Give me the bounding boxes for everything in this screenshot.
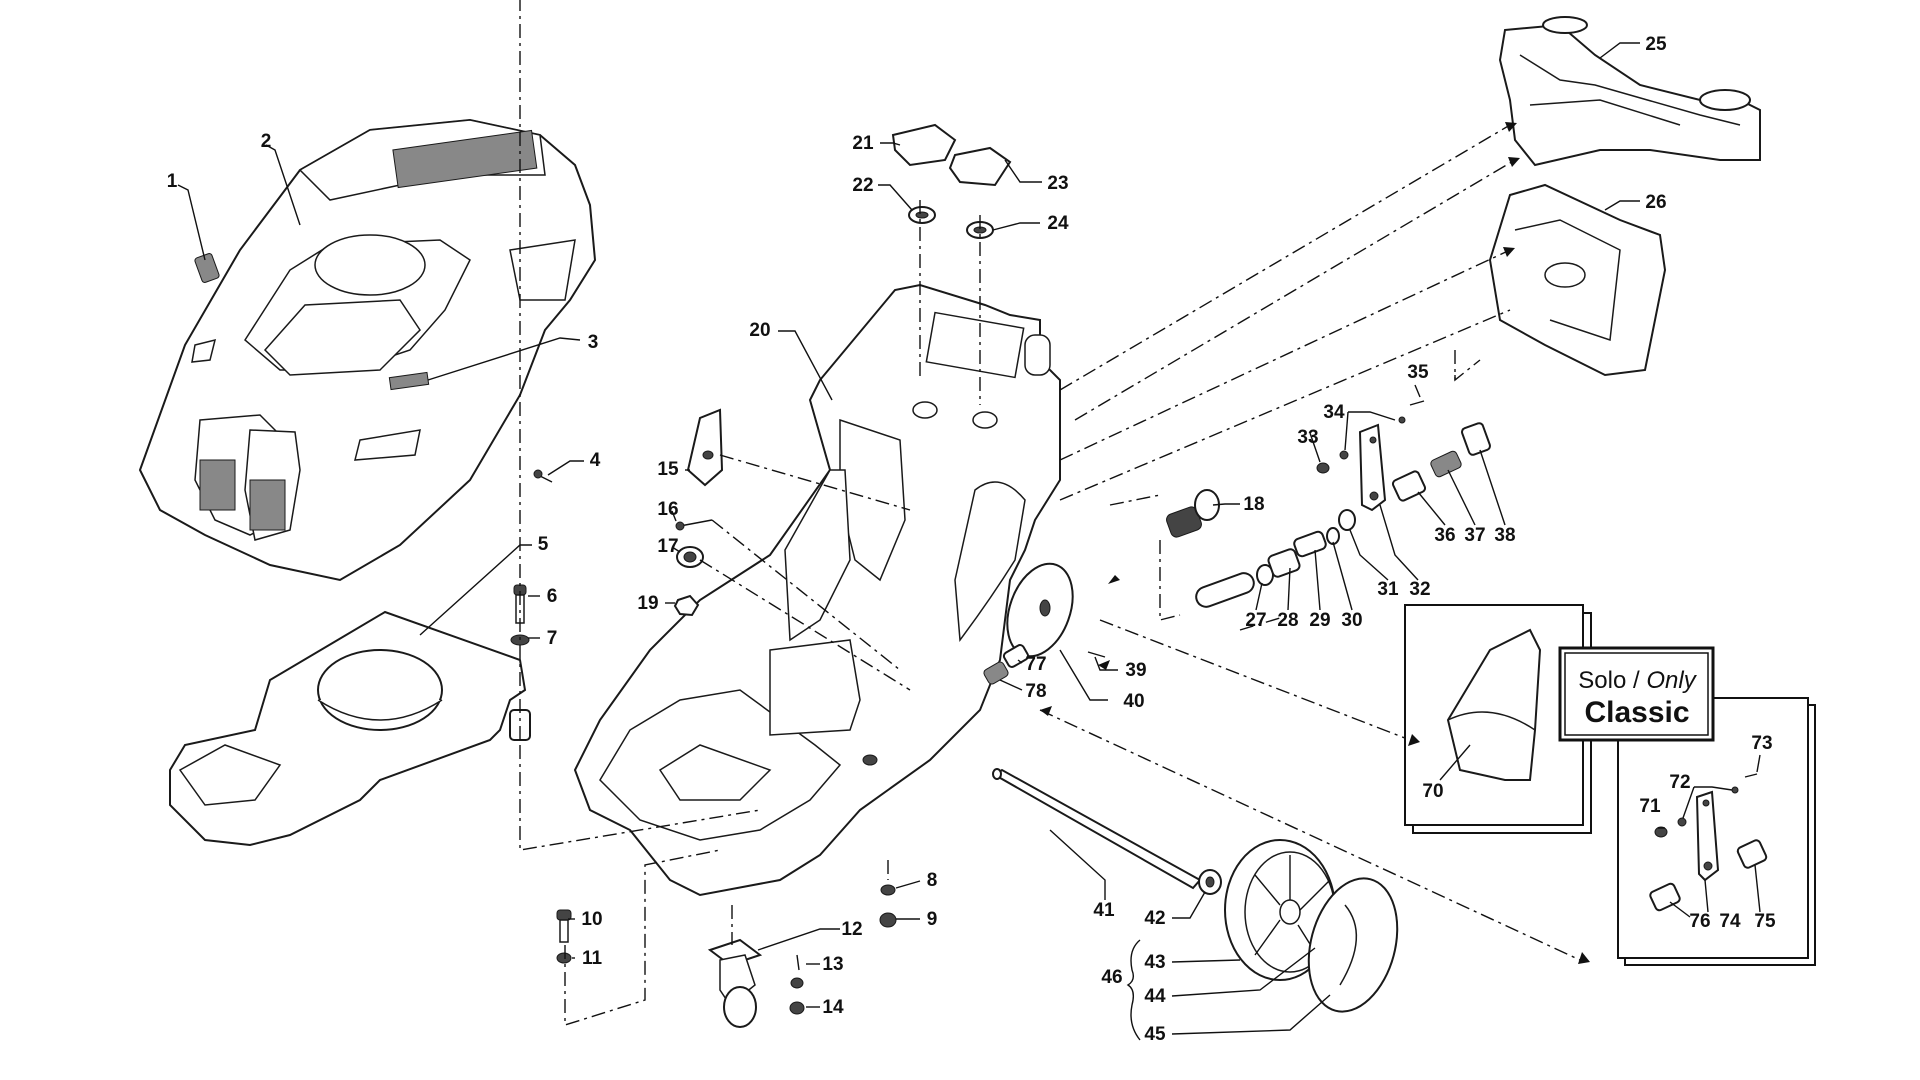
callout-41: 41 — [1093, 900, 1115, 921]
ring-22 — [908, 206, 936, 224]
grille-part — [388, 371, 430, 391]
wheel-43 — [1224, 839, 1336, 981]
main-chassis — [573, 283, 1061, 897]
hood-cover — [138, 118, 597, 582]
ring-24 — [966, 221, 994, 239]
callout-5: 5 — [538, 534, 549, 555]
callout-26: 26 — [1645, 192, 1666, 213]
callout-70: 70 — [1422, 781, 1443, 802]
callout-numbers: 1 2 3 4 5 6 7 8 9 10 11 12 13 14 15 16 1… — [167, 34, 1776, 1045]
callout-21: 21 — [852, 133, 874, 154]
callout-11: 11 — [582, 948, 603, 969]
callout-8: 8 — [927, 870, 938, 891]
tube-part — [1195, 509, 1356, 608]
callout-13: 13 — [822, 954, 843, 975]
callout-28: 28 — [1277, 610, 1298, 631]
axle-41 — [992, 768, 1202, 890]
callout-29: 29 — [1309, 610, 1330, 631]
callout-4: 4 — [590, 450, 601, 471]
callout-16: 16 — [657, 499, 678, 520]
callout-77: 77 — [1025, 654, 1046, 675]
screw-39 — [1087, 651, 1106, 658]
button-cap-21 — [891, 123, 957, 167]
base-plate — [169, 610, 531, 847]
callout-10: 10 — [581, 909, 602, 930]
valve-18 — [1166, 489, 1220, 538]
callout-15: 15 — [657, 459, 679, 480]
callout-75: 75 — [1754, 911, 1776, 932]
arrowheads — [1040, 122, 1590, 964]
callout-19: 19 — [637, 593, 658, 614]
callout-6: 6 — [547, 586, 558, 607]
callout-24: 24 — [1047, 213, 1069, 234]
caster-12 — [707, 938, 763, 1028]
callout-3: 3 — [588, 332, 599, 353]
callout-31: 31 — [1377, 579, 1399, 600]
grommet-17 — [676, 546, 704, 568]
callout-76: 76 — [1689, 911, 1710, 932]
callout-35: 35 — [1407, 362, 1429, 383]
assembly-lines — [519, 0, 1581, 1026]
nut-19 — [673, 594, 700, 617]
callout-9: 9 — [927, 909, 938, 930]
callout-39: 39 — [1125, 660, 1146, 681]
callout-36: 36 — [1434, 525, 1455, 546]
callout-25: 25 — [1645, 34, 1667, 55]
spring-part — [194, 253, 220, 283]
callout-32: 32 — [1409, 579, 1430, 600]
caster-fasteners — [789, 954, 805, 1015]
floor-fasteners — [556, 884, 897, 964]
callout-43: 43 — [1144, 952, 1165, 973]
bracket-32 — [1358, 423, 1387, 512]
callout-20: 20 — [749, 320, 770, 341]
screw-part — [533, 469, 553, 483]
callout-33: 33 — [1297, 427, 1318, 448]
fitting-38 — [1461, 422, 1491, 456]
callout-71: 71 — [1639, 796, 1661, 817]
hub-cap-45 — [1307, 877, 1399, 1013]
callout-leaders — [177, 42, 1761, 1041]
fitting-36 — [1391, 470, 1427, 502]
callout-14: 14 — [822, 997, 844, 1018]
callout-7: 7 — [547, 628, 558, 649]
callout-44: 44 — [1144, 986, 1166, 1007]
variant-title-line2: Classic — [1584, 696, 1689, 729]
handle-25 — [1498, 16, 1761, 167]
callout-45: 45 — [1144, 1024, 1166, 1045]
callout-38: 38 — [1494, 525, 1515, 546]
callout-78: 78 — [1025, 681, 1046, 702]
callout-22: 22 — [852, 175, 873, 196]
variant-box-solo-classic: Solo / Only Classic — [1558, 646, 1816, 966]
callout-42: 42 — [1144, 908, 1165, 929]
callout-12: 12 — [841, 919, 862, 940]
callout-23: 23 — [1047, 173, 1068, 194]
spring-37 — [1430, 450, 1462, 478]
callout-73: 73 — [1751, 733, 1772, 754]
callout-46: 46 — [1101, 967, 1122, 988]
callout-37: 37 — [1464, 525, 1485, 546]
variant-title-line1: Solo / Only — [1578, 667, 1697, 694]
callout-2: 2 — [261, 131, 272, 152]
button-cap-23 — [948, 146, 1012, 187]
callout-18: 18 — [1243, 494, 1264, 515]
callout-74: 74 — [1719, 911, 1741, 932]
pin-16 — [675, 519, 713, 531]
callout-17: 17 — [657, 536, 678, 557]
callout-27: 27 — [1245, 610, 1266, 631]
callout-30: 30 — [1341, 610, 1362, 631]
callout-72: 72 — [1669, 772, 1690, 793]
fitting-77-78 — [983, 644, 1030, 685]
small-fasteners-33-35 — [1316, 400, 1425, 474]
collar-42 — [1198, 869, 1222, 895]
housing-26 — [1488, 183, 1667, 377]
gasket-plate-15 — [686, 408, 724, 487]
callout-1: 1 — [167, 171, 178, 192]
callout-34: 34 — [1323, 402, 1345, 423]
callout-40: 40 — [1123, 691, 1144, 712]
